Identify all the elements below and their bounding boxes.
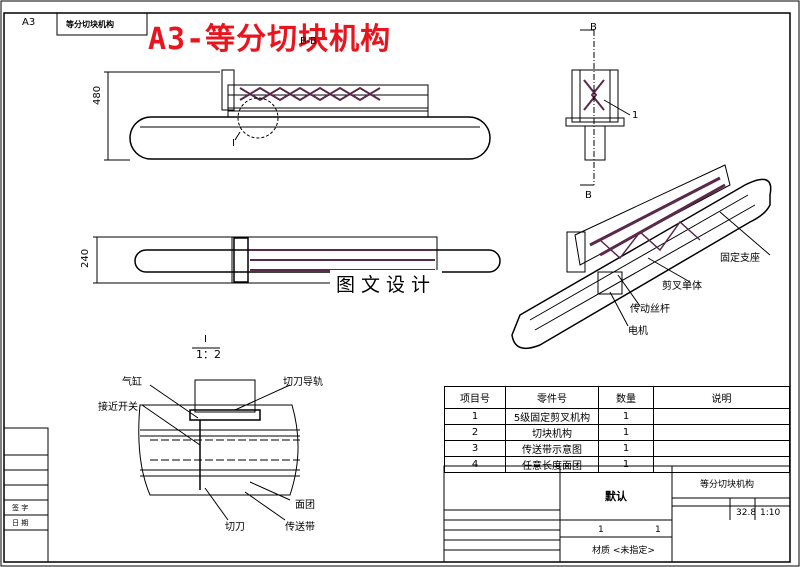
section-label-bb: B-B	[300, 36, 317, 47]
row-notes	[653, 440, 790, 457]
callout-scissor-body: 剪叉单体	[662, 281, 702, 292]
side-view	[565, 29, 631, 186]
balloon-1: 1	[632, 110, 639, 121]
row-notes	[653, 456, 790, 473]
row-part: 传送带示意图	[505, 440, 599, 457]
front-view	[104, 69, 491, 161]
left-strip	[3, 427, 49, 563]
row-item: 4	[444, 456, 506, 473]
isometric-view	[511, 164, 772, 350]
material-label: 材质 <未指定>	[592, 546, 655, 556]
callout-cutter-rail: 切刀导轨	[283, 377, 323, 388]
sheet-size-code: A3	[22, 17, 36, 28]
row-qty: 1	[598, 408, 654, 425]
section-label-b-bottom: B	[585, 190, 592, 201]
weight-value: 32.8	[736, 508, 757, 518]
header-notes: 说明	[653, 386, 790, 409]
header-item-no: 项目号	[444, 386, 506, 409]
scale-value: 1:10	[760, 508, 781, 518]
row-qty: 1	[598, 440, 654, 457]
callout-dough: 面团	[295, 500, 315, 511]
detail-letter: I	[204, 334, 207, 345]
big-title: A3-等分切块机构	[148, 22, 392, 57]
callout-fixed-support: 固定支座	[720, 253, 760, 264]
parts-table: 项目号 零件号 数量 说明 1 5级固定剪叉机构 1 2 切块机构 1 3 传送…	[444, 386, 790, 473]
table-row: 3 传送带示意图 1	[444, 440, 790, 457]
detail-view	[138, 347, 300, 521]
callout-drive-screw: 传动丝杆	[630, 304, 670, 315]
callout-proximity-switch: 接近开关	[98, 402, 138, 413]
corner-title: 等分切块机构	[66, 20, 114, 29]
callout-motor: 电机	[628, 326, 648, 337]
header-qty: 数量	[598, 386, 654, 409]
row-part: 5级固定剪叉机构	[505, 408, 599, 425]
row-part: 切块机构	[505, 424, 599, 441]
section-label-b-top: B	[590, 22, 597, 33]
title-block-name: 等分切块机构	[700, 480, 755, 490]
dim-height: 480	[92, 85, 103, 105]
table-row: 2 切块机构 1	[444, 424, 790, 441]
row-notes	[653, 408, 790, 425]
left-strip-sign: 签 字	[12, 504, 29, 512]
qty-value-2: 1	[655, 525, 661, 535]
row-item: 2	[444, 424, 506, 441]
table-row: 4 任意长度面团 1	[444, 456, 790, 473]
row-notes	[653, 424, 790, 441]
row-item: 3	[444, 440, 506, 457]
row-qty: 1	[598, 456, 654, 473]
callout-conveyor: 传送带	[285, 522, 315, 533]
default-label: 默认	[605, 490, 627, 503]
callout-cutter: 切刀	[225, 522, 245, 533]
dim-width: 240	[80, 248, 91, 268]
callout-cylinder: 气缸	[122, 377, 142, 388]
parts-table-header: 项目号 零件号 数量 说明	[444, 386, 790, 409]
row-part: 任意长度面团	[505, 456, 599, 473]
row-item: 1	[444, 408, 506, 425]
detail-letter-front: I	[232, 138, 235, 149]
title-block-frame	[443, 465, 791, 563]
header-part-no: 零件号	[505, 386, 599, 409]
table-row: 1 5级固定剪叉机构 1	[444, 408, 790, 425]
detail-scale: 1：2	[196, 348, 221, 361]
watermark: 图文设计	[330, 270, 443, 297]
row-qty: 1	[598, 424, 654, 441]
qty-value: 1	[598, 525, 604, 535]
left-strip-date: 日 期	[12, 519, 29, 527]
